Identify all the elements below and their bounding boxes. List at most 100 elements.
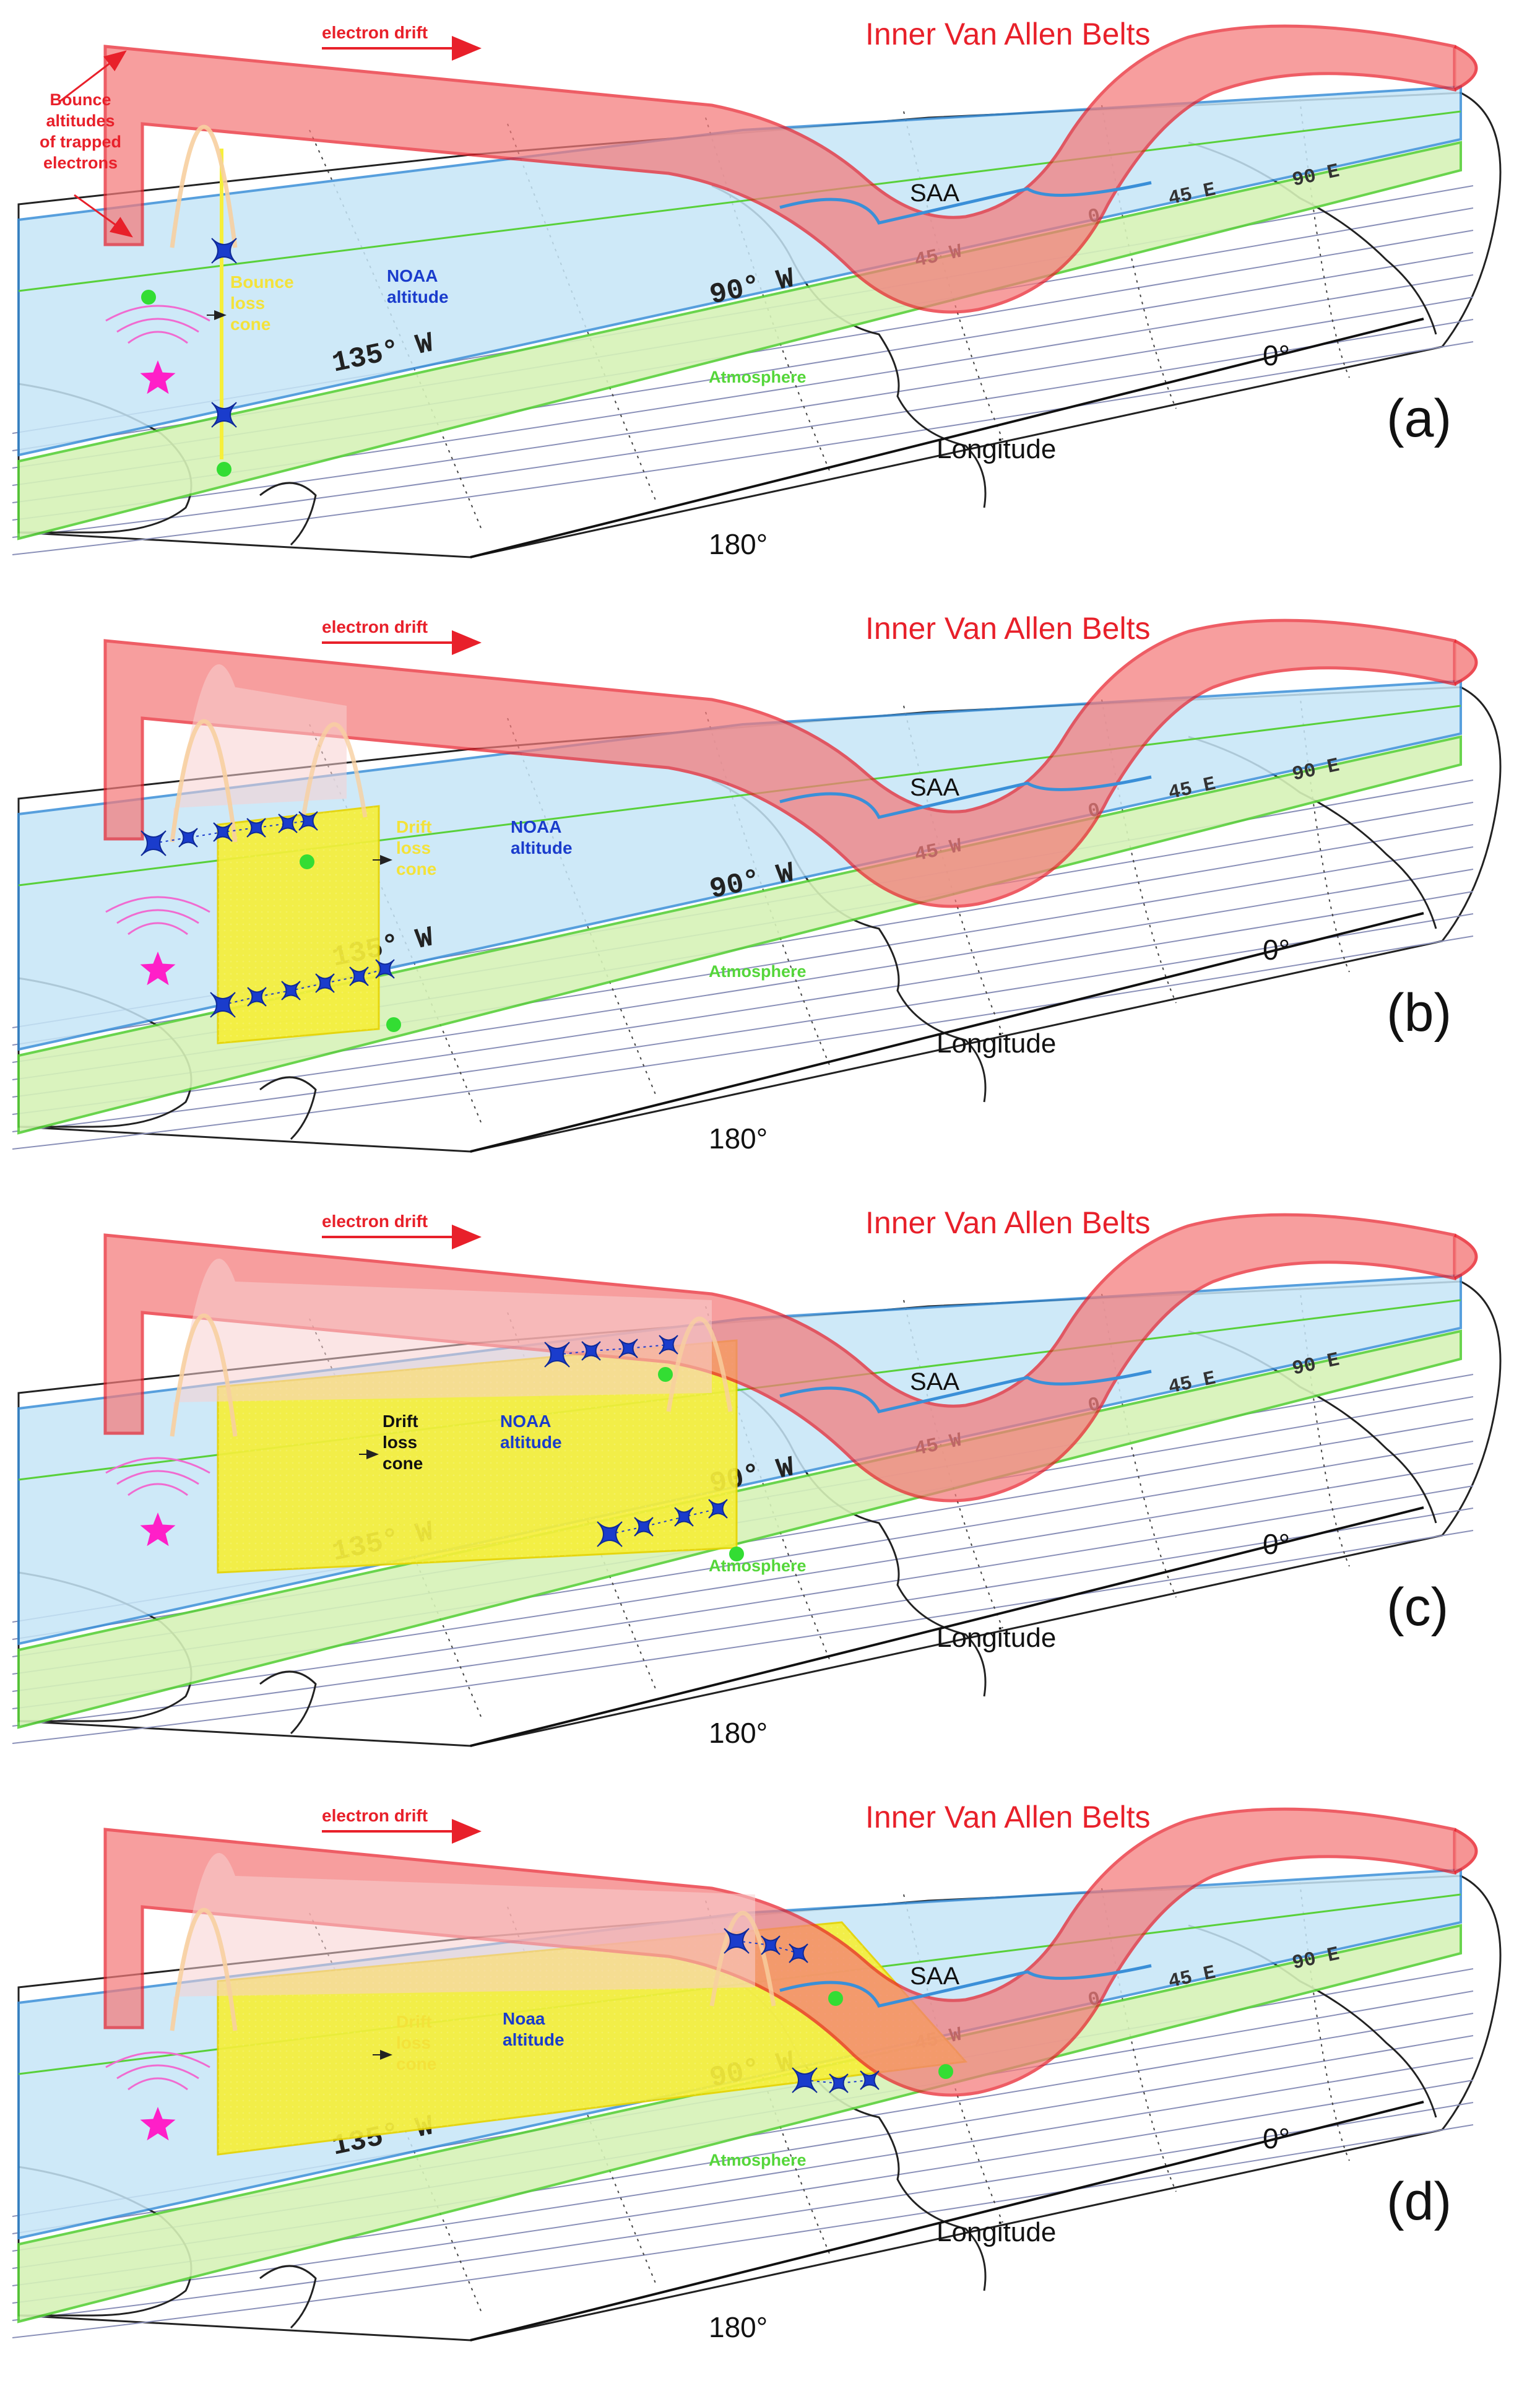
precipitation-footpoint <box>938 2064 953 2079</box>
map-latitude-line <box>12 1508 1474 1727</box>
noaa-crossing-marker <box>315 973 335 993</box>
map-coastline-new-zealand <box>259 1670 317 1735</box>
noaa-crossing-marker <box>618 1339 638 1358</box>
longitude-axis <box>470 1506 1424 1747</box>
vlf-wave-arc <box>105 2051 210 2068</box>
noaa-crossing-marker <box>375 959 395 979</box>
noaa-crossing-marker <box>761 1935 781 1955</box>
electron-drift-label: electron drift <box>322 1212 428 1231</box>
noaa-crossing-marker <box>213 822 233 842</box>
vlf-wave-arc <box>116 2064 199 2080</box>
saa-label: SAA <box>910 774 959 801</box>
noaa-altitude-label: Noaa altitude <box>503 2009 565 2049</box>
vlf-wave-arc <box>128 922 188 935</box>
vlf-wave-arc <box>105 1457 210 1474</box>
map-coastline-new-zealand <box>259 482 317 546</box>
precipitation-footpoint <box>729 1547 744 1561</box>
map-meridian-line <box>705 711 830 1065</box>
map-latitude-line <box>12 319 1474 538</box>
precipitation-footpoint <box>658 1367 673 1382</box>
vlf-wave-arc <box>128 331 188 344</box>
longitude-tick-180: 180° <box>709 1122 768 1155</box>
loss-cone-label-line: loss <box>383 1433 417 1452</box>
longitude-tick-180: 180° <box>709 1717 768 1749</box>
map-latitude-line <box>12 2080 1474 2304</box>
noaa-crossing-marker <box>247 987 267 1007</box>
saa-label: SAA <box>910 1368 959 1395</box>
map-latitude-line <box>12 1530 1474 1744</box>
bounce-altitudes-line: of trapped <box>40 132 121 151</box>
electron-drift-label: electron drift <box>322 617 428 636</box>
vlf-transmitter-star <box>140 952 176 986</box>
noaa-crossing-marker <box>860 2070 880 2090</box>
loss-cone-label-line: Bounce <box>230 272 294 292</box>
noaa-altitude-label-line: NOAA <box>511 817 561 836</box>
saa-contour <box>779 1369 1152 1413</box>
noaa-crossing-marker <box>724 1928 750 1954</box>
noaa-crossing-marker <box>246 818 266 838</box>
precipitation-footpoint <box>217 462 231 477</box>
saa-contour <box>779 181 1152 225</box>
noaa-altitude-label-line: altitude <box>503 2030 565 2049</box>
map-latitude-line <box>12 1485 1474 1709</box>
longitude-tick-0: 0° <box>1263 934 1290 966</box>
map-latitude-line <box>12 891 1474 1115</box>
noaa-crossing-marker <box>298 811 318 831</box>
vlf-wave-arc <box>116 1470 199 1485</box>
loss-cone-label-line: loss <box>230 293 265 313</box>
electron-drift-label: electron drift <box>322 1806 428 1825</box>
vlf-wave-arc <box>116 318 199 333</box>
bounce-path <box>170 1907 238 2031</box>
noaa-crossing-marker <box>278 814 298 833</box>
noaa-altitude-label-line: altitude <box>511 838 573 857</box>
noaa-crossing-marker <box>544 1342 570 1368</box>
vlf-wave-arc <box>105 896 210 913</box>
noaa-crossing-marker <box>141 830 167 856</box>
bounce-altitudes-arrow <box>74 194 133 238</box>
longitude-tick-0: 0° <box>1263 1528 1290 1560</box>
noaa-crossing-marker <box>281 981 301 1000</box>
map-meridian-line <box>507 718 657 1096</box>
loss-cone-label-line: Drift <box>396 2012 432 2031</box>
van-allen-belt <box>103 1807 1456 2097</box>
noaa-crossing-marker <box>829 2073 849 2093</box>
map-meridian-line <box>507 1312 657 1691</box>
noaa-crossing-marker <box>211 402 237 428</box>
noaa-crossing-marker <box>211 238 237 264</box>
electron-drift-label: electron drift <box>322 23 428 42</box>
bounce-altitudes-line: altitudes <box>46 111 115 130</box>
drift-loss-cone-texture <box>218 806 379 1043</box>
map-meridian-line <box>705 1306 830 1660</box>
noaa-crossing-marker <box>674 1507 694 1527</box>
panel-label: (a) <box>1386 389 1451 448</box>
vlf-wave-arc <box>128 2077 188 2091</box>
map-latitude-line <box>12 341 1474 555</box>
loss-cone-label-line: loss <box>396 838 431 857</box>
precipitation-footpoint <box>300 854 314 869</box>
map-latitude-line <box>12 297 1474 521</box>
noaa-altitude-label-line: Noaa <box>503 2009 545 2028</box>
noaa-crossing-marker <box>634 1517 654 1537</box>
van-allen-belt <box>103 618 1456 908</box>
loss-cone-label-line: cone <box>230 315 270 334</box>
longitude-tick-0: 0° <box>1263 2122 1290 2154</box>
bounce-path <box>666 1316 733 1412</box>
bounce-path <box>170 1313 238 1437</box>
van-allen-belt-end <box>1453 45 1478 92</box>
vlf-wave-arc <box>105 305 210 322</box>
map-coastline-new-zealand <box>259 1076 317 1140</box>
loss-cone-label-line: cone <box>396 859 436 879</box>
longitude-axis <box>470 318 1424 558</box>
noaa-crossing-marker <box>792 2067 818 2093</box>
precipitation-footpoint <box>386 1017 401 1032</box>
bounce-altitudes-line: Bounce <box>50 90 111 109</box>
drift-track-lower <box>609 1508 719 1535</box>
van-allen-belt-end <box>1453 1233 1478 1280</box>
saa-contour <box>779 1964 1152 2008</box>
